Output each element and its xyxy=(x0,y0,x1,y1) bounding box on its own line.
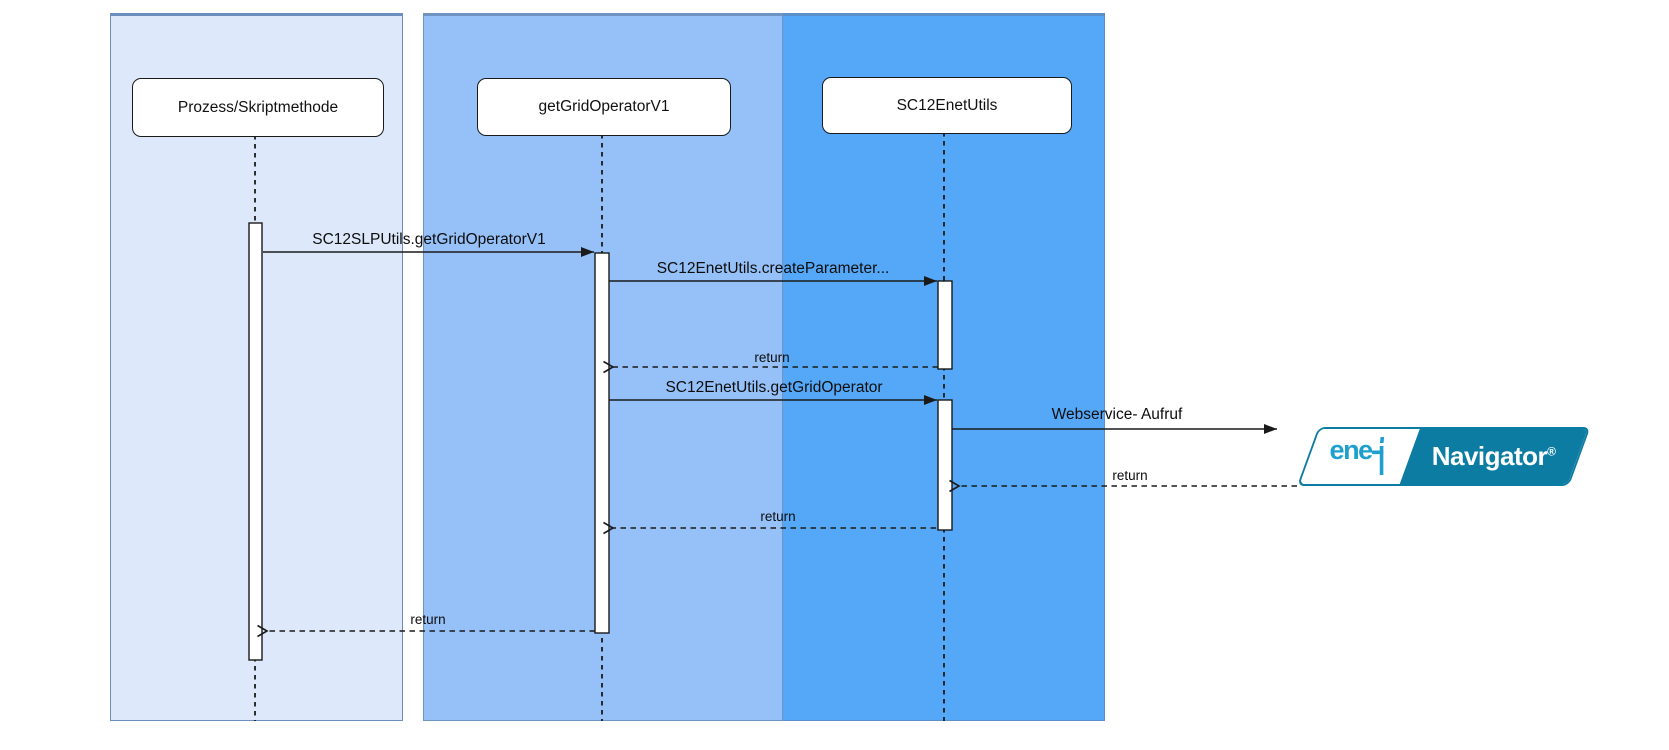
message-label-return-2: return xyxy=(1112,468,1148,483)
enet-brand-section: ene xyxy=(1299,429,1420,484)
enet-apostrophe-t-icon xyxy=(1372,436,1385,475)
message-label-webservice-aufruf: Webservice- Aufruf xyxy=(1051,406,1183,423)
enet-logo-icon: ene xyxy=(1330,434,1389,477)
message-label-getgridoperatorv1: SC12SLPUtils.getGridOperatorV1 xyxy=(312,231,546,248)
message-label-return-3: return xyxy=(760,509,796,524)
actor-label: SC12EnetUtils xyxy=(896,96,998,114)
message-label-getgridoperator: SC12EnetUtils.getGridOperator xyxy=(665,379,883,396)
navigator-text: Navigator xyxy=(1431,441,1548,471)
activation-bar-getgridoperatorv1 xyxy=(594,252,610,634)
activation-bar-sc12enetutils-1 xyxy=(937,280,953,370)
message-label-return-1: return xyxy=(754,350,790,365)
enet-navigator-logo: ene Navigator® xyxy=(1297,427,1591,486)
navigator-section: Navigator® xyxy=(1399,429,1588,484)
enet-brand-letters: ene xyxy=(1330,434,1373,465)
actor-box-getgridoperatorv1: getGridOperatorV1 xyxy=(477,78,731,136)
message-label-return-4: return xyxy=(410,612,446,627)
registered-mark: ® xyxy=(1547,444,1556,459)
activation-bar-prozess xyxy=(248,222,263,661)
message-label-createparameter: SC12EnetUtils.createParameter... xyxy=(656,260,890,277)
actor-label: getGridOperatorV1 xyxy=(538,98,670,115)
actor-label: Prozess/Skriptmethode xyxy=(177,98,339,116)
navigator-wordmark: Navigator® xyxy=(1432,441,1556,472)
actor-box-sc12enetutils: SC12EnetUtils xyxy=(822,77,1072,134)
actor-box-prozess-skriptmethode: Prozess/Skriptmethode xyxy=(132,78,384,137)
activation-bar-sc12enetutils-2 xyxy=(937,399,953,531)
